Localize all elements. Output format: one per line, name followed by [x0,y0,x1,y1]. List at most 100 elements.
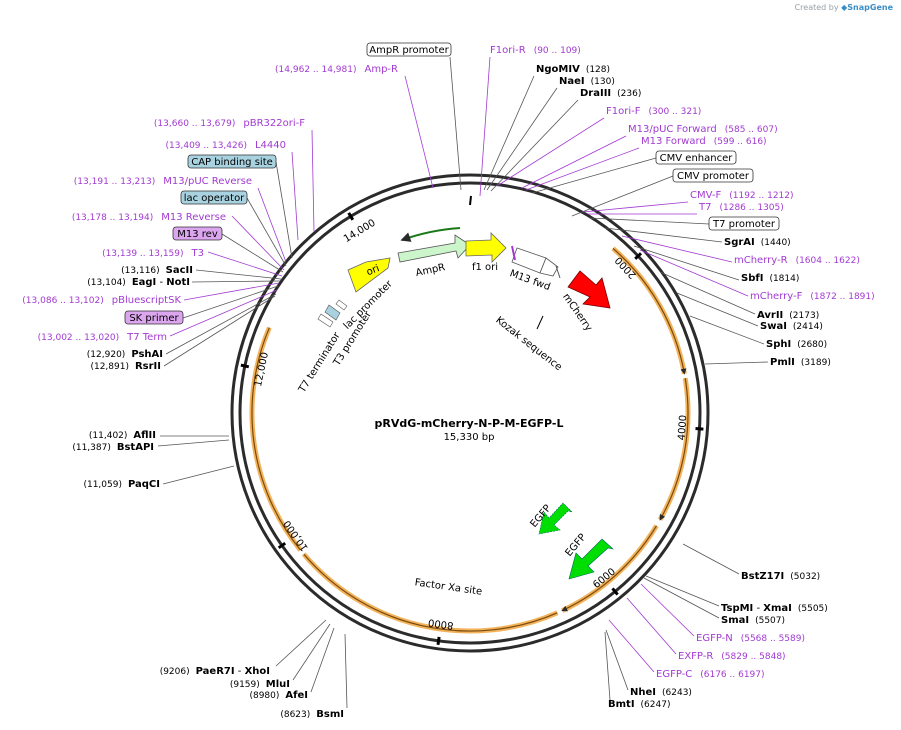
enzyme-label: (12,920)PshAI [87,349,163,360]
primer-label: CMV-F(1192 .. 1212) [690,190,794,201]
enzyme-label: NgoMIV(128) [536,64,610,75]
leader-line [525,147,640,191]
boxed-label: CAP binding site [187,154,277,169]
ruler-tick [436,636,441,646]
leader-line [157,439,230,447]
leader-line [165,293,277,355]
leader-line [704,361,769,365]
svg-text:CMV enhancer: CMV enhancer [660,153,734,164]
leader-line [404,75,434,189]
enzyme-label: DraIII(236) [580,88,641,99]
orf-band [303,553,558,632]
feature-egfp-1[interactable] [538,502,573,535]
primer-label: T7(1286 .. 1305) [698,202,784,213]
feature-label: ori [365,263,381,278]
leader-line [571,175,674,217]
leader-line [191,280,281,283]
enzyme-label: SmaI(5507) [721,615,785,626]
leader-line [689,315,765,345]
feature-label: Factor Xa site [414,577,483,597]
enzyme-label: (9159)MluI [230,679,290,690]
enzyme-label: (13,116)SacII [121,265,193,276]
leader-line [291,151,299,241]
leader-line [486,87,558,191]
leader-line [449,56,462,191]
primer-label: (13,086 .. 13,102)pBluescriptSK [22,295,181,306]
leader-line [639,249,749,297]
primer-label: (13,409 .. 13,426)L4440 [166,140,286,151]
leader-line [604,227,723,243]
plasmid-name: pRVdG-mCherry-N-P-M-EGFP-L [375,417,564,430]
ruler-tick [347,212,355,221]
primer-marks [469,195,561,279]
feature-ori[interactable] [347,257,391,293]
orf-band [251,327,301,551]
leader-line [311,129,315,233]
enzyme-label: (11,402)AflII [89,430,156,441]
leader-line [257,187,287,263]
feature-m13fwd-box[interactable] [511,247,559,277]
feature-egfp-2[interactable] [568,538,615,580]
primer-label: EGFP-C(6176 .. 6197) [656,669,765,680]
ruler-tick [695,427,704,431]
boxed-label: SK primer [124,310,184,325]
boxed-label: CMV promoter [672,168,754,183]
enzyme-label: (12,891)RsrII [90,361,161,372]
ruler-tick [634,252,643,260]
enzyme-label: (11,387)BstAPI [72,442,154,453]
ruler-label: 8000 [428,616,455,630]
orf-bands [249,246,691,634]
leader-line [640,583,695,637]
leader-line [626,597,677,655]
leader-line [676,292,759,327]
boxed-label: AmpR promoter [366,42,452,57]
feature-label: f1 ori [472,262,498,273]
leader-line [183,282,280,301]
feature-label: Kozak sequence [493,315,563,373]
leader-line [496,117,605,187]
snapgene-credit: Created by ◆SnapGene [795,3,893,12]
primer-label: M13/pUC Forward(585 .. 607) [628,124,778,135]
orf-band [659,378,689,521]
primer-label: (13,178 .. 13,194)M13 Reverse [72,212,226,223]
leader-line [163,295,276,367]
leader-line [582,201,689,213]
primer-label: mCherry-F(1872 .. 1891) [750,291,875,302]
feature-label: AmpR [415,262,447,279]
primer-label: (14,962 .. 14,981)Amp-R [275,64,398,75]
ruler-label: 14,000 [342,218,378,246]
leader-line [275,619,327,667]
boxed-label: lac operator [180,190,248,205]
snapgene-logo-icon: ◆ [841,3,848,12]
leader-line [195,269,282,280]
primer-label: (13,139 .. 13,159)T3 [102,248,204,259]
boxed-label: M13 rev [172,226,223,241]
enzyme-label: (8623)BsmI [280,709,344,720]
primer-label: EXFP-R(5829 .. 5848) [678,651,786,662]
enzyme-label: TspMI - XmaI(5505) [721,603,828,614]
leader-line [221,233,284,273]
feature-f1ori[interactable] [465,232,507,263]
leader-line [621,235,733,263]
primer-label: (13,002 .. 13,020)T7 Term [38,332,167,343]
ruler-tick [240,363,250,369]
leader-line [643,577,720,619]
svg-text:AmpR promoter: AmpR promoter [369,45,449,56]
feature-mcherry[interactable] [567,270,611,309]
enzyme-label: BmtI(6247) [608,699,670,710]
enzyme-label: SbfI(1814) [741,273,799,284]
enzyme-label: NheI(6243) [630,687,692,698]
enzyme-label: AvrII(2173) [757,310,819,321]
plasmid-length: 15,330 bp [444,432,495,443]
leader-line [682,543,740,575]
leader-line [633,245,740,281]
primer-label: EGFP-N(5568 .. 5589) [696,633,805,644]
primer-label: (13,191 .. 13,213)M13/pUC Reverse [74,176,252,187]
enzyme-label: (13,104)EagI - NotI [87,277,190,288]
leader-line [659,271,756,315]
ruler-label: 4000 [677,415,690,441]
feature-ampr[interactable] [397,234,471,263]
enzyme-label: SwaI(2414) [760,321,823,332]
credit-brand: SnapGene [847,3,893,12]
